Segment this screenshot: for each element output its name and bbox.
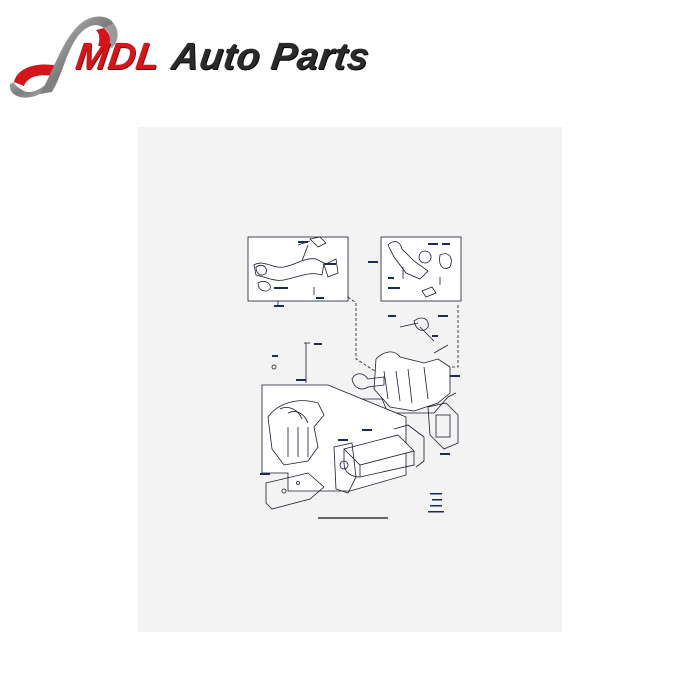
ribbon-swoosh-icon <box>9 16 118 98</box>
exploded-parts-diagram <box>247 236 462 519</box>
brand-mdl-text: MDL <box>73 36 163 78</box>
product-image-panel <box>138 127 562 632</box>
brand-auto-parts-text: Auto Parts <box>168 36 372 78</box>
